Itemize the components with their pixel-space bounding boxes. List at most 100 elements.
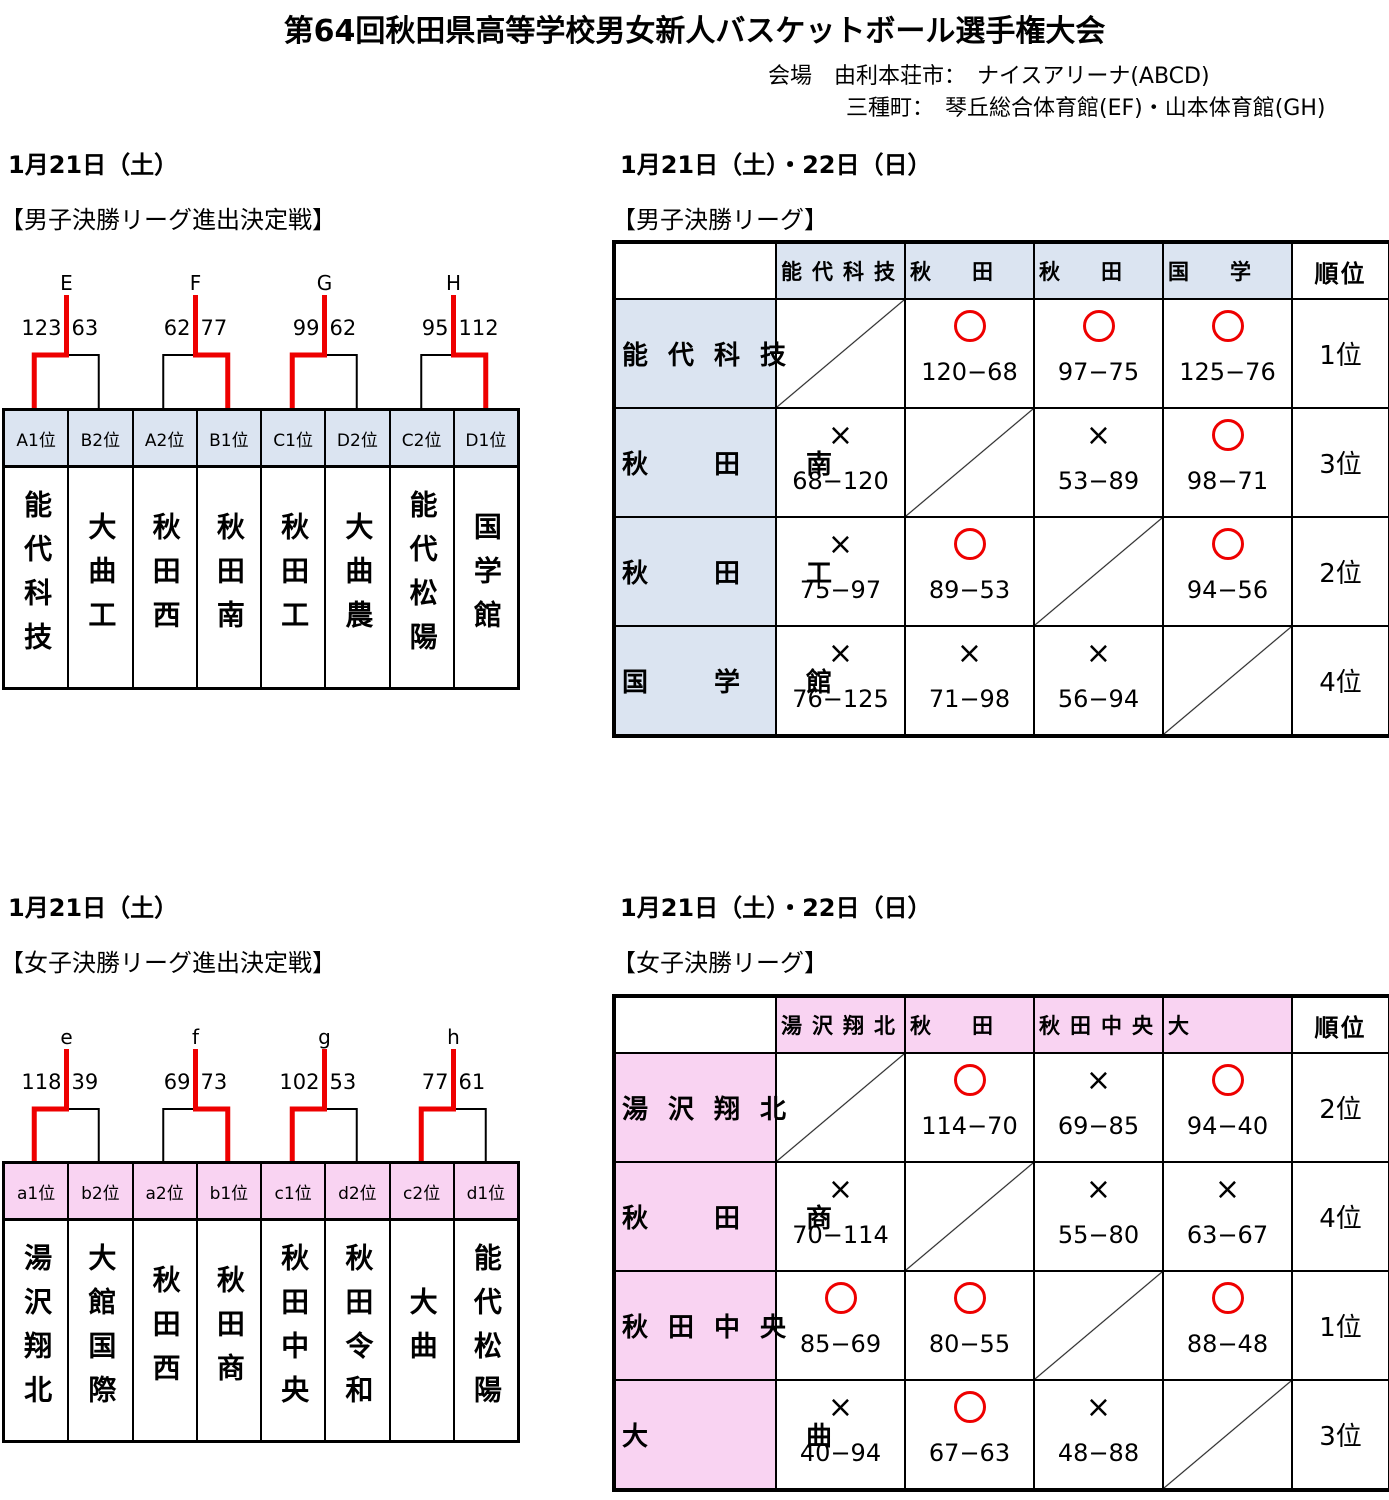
score-text: 98−71 bbox=[1186, 467, 1269, 495]
seed-label: A2位 bbox=[134, 411, 198, 465]
diagonal-cell bbox=[1033, 1270, 1164, 1381]
score-right: 61 bbox=[459, 1070, 486, 1094]
winner-line bbox=[418, 1049, 456, 1164]
game-label: g bbox=[318, 1025, 331, 1049]
score-left: 69 bbox=[164, 1070, 191, 1094]
rank-cell: 3位 bbox=[1291, 1379, 1389, 1491]
venue-line-2: 三種町： 琴丘総合体育館(EF)・山本体育館(GH) bbox=[846, 96, 1326, 121]
winner-line bbox=[31, 1049, 69, 1164]
result-cell: 120−68 bbox=[904, 298, 1035, 409]
seed-label: D1位 bbox=[465, 430, 507, 451]
score-right: 53 bbox=[330, 1070, 357, 1094]
seed-label: b2位 bbox=[69, 1164, 134, 1218]
score-text: 97−75 bbox=[1057, 358, 1140, 386]
loss-cross-icon: × bbox=[1085, 1171, 1112, 1207]
bracket-line bbox=[291, 1108, 358, 1164]
column-header: 秋 田 南 bbox=[904, 241, 1035, 300]
win-circle-icon bbox=[953, 1282, 986, 1314]
team-name: 能代松陽 bbox=[391, 468, 455, 688]
loss-cross-icon: × bbox=[1085, 635, 1112, 671]
rank-header: 順位 bbox=[1291, 241, 1389, 300]
loss-cross-icon: × bbox=[1085, 1062, 1112, 1098]
win-circle-icon bbox=[1211, 310, 1244, 342]
boys-bracket-date: 1月21日（土） bbox=[8, 151, 179, 179]
row-header: 国 学 館 bbox=[613, 625, 832, 737]
seed-label: a1位 bbox=[5, 1164, 70, 1218]
team-name: 能代科技 bbox=[5, 468, 70, 688]
score-text: 56−94 bbox=[1057, 685, 1140, 713]
result-cell: 88−48 bbox=[1162, 1270, 1293, 1381]
result-cell: ×75−97 bbox=[775, 516, 906, 627]
score-left: 99 bbox=[293, 316, 320, 340]
diagonal-cell bbox=[904, 407, 1035, 518]
win-circle-icon bbox=[953, 1391, 986, 1423]
score-text: 75−97 bbox=[799, 576, 882, 604]
row-header: 秋田中央 bbox=[613, 1270, 786, 1381]
score-text: 63−67 bbox=[1186, 1221, 1269, 1249]
row-header: 大 曲 bbox=[613, 1379, 832, 1491]
team-name: 秋田中央 bbox=[262, 1221, 327, 1441]
loss-cross-icon: × bbox=[1214, 1171, 1241, 1207]
table-corner bbox=[613, 995, 777, 1054]
team-name: 大曲工 bbox=[69, 468, 134, 688]
row-header: 秋 田 商 bbox=[613, 1161, 832, 1272]
column-header: 秋田中央 bbox=[1033, 995, 1164, 1054]
bracket-line bbox=[33, 1108, 100, 1164]
diagonal-cell bbox=[775, 1052, 906, 1163]
score-left: 77 bbox=[422, 1070, 449, 1094]
bracket-line bbox=[162, 354, 229, 410]
bracket-line bbox=[33, 354, 100, 410]
result-cell: ×53−89 bbox=[1033, 407, 1164, 518]
row-header: 能代科技 bbox=[613, 298, 786, 409]
score-text: 68−120 bbox=[792, 467, 889, 495]
page-title: 第64回秋田県高等学校男女新人バスケットボール選手権大会 bbox=[283, 14, 1106, 49]
result-cell: 89−53 bbox=[904, 516, 1035, 627]
column-header: 国 学 館 bbox=[1162, 241, 1293, 300]
result-cell: ×68−120 bbox=[775, 407, 906, 518]
column-header: 大 曲 bbox=[1162, 995, 1293, 1054]
rank-cell: 4位 bbox=[1291, 625, 1389, 737]
score-right: 77 bbox=[201, 316, 228, 340]
column-header: 湯沢翔北 bbox=[775, 995, 906, 1054]
seed-label: D2位 bbox=[326, 411, 391, 465]
score-text: 94−40 bbox=[1186, 1112, 1269, 1140]
winner-line bbox=[193, 295, 231, 410]
team-name: 秋田南 bbox=[198, 468, 262, 688]
win-circle-icon bbox=[1211, 1282, 1244, 1314]
result-cell: × 69−85 bbox=[1033, 1052, 1164, 1163]
score-text: 48−88 bbox=[1057, 1439, 1140, 1467]
team-name: 秋田西 bbox=[134, 468, 198, 688]
winner-line bbox=[451, 295, 489, 410]
team-name: 秋田工 bbox=[262, 468, 327, 688]
score-left: 102 bbox=[279, 1070, 319, 1094]
score-text: 71−98 bbox=[928, 685, 1011, 713]
result-cell: ×48−88 bbox=[1033, 1379, 1164, 1491]
score-text: 94−56 bbox=[1186, 576, 1269, 604]
score-text: 76−125 bbox=[792, 685, 889, 713]
score-left: 123 bbox=[21, 316, 61, 340]
winner-line bbox=[289, 1049, 327, 1164]
seed-label: C1位 bbox=[262, 411, 327, 465]
score-text: 114−70 bbox=[921, 1112, 1018, 1140]
loss-cross-icon: × bbox=[827, 1389, 854, 1425]
win-circle-icon bbox=[1211, 1064, 1244, 1096]
winner-line bbox=[31, 295, 69, 410]
rank-header: 順位 bbox=[1291, 995, 1389, 1054]
diagonal-cell bbox=[1162, 625, 1293, 737]
seed-label: d2位 bbox=[326, 1164, 391, 1218]
game-label: G bbox=[317, 271, 333, 295]
result-cell: 97−75 bbox=[1033, 298, 1164, 409]
score-right: 73 bbox=[201, 1070, 228, 1094]
game-label: e bbox=[60, 1025, 72, 1049]
score-text: 69−85 bbox=[1057, 1112, 1140, 1140]
score-text: 120−68 bbox=[921, 358, 1018, 386]
result-cell: 125−76 bbox=[1162, 298, 1293, 409]
score-text: 55−80 bbox=[1057, 1221, 1140, 1249]
